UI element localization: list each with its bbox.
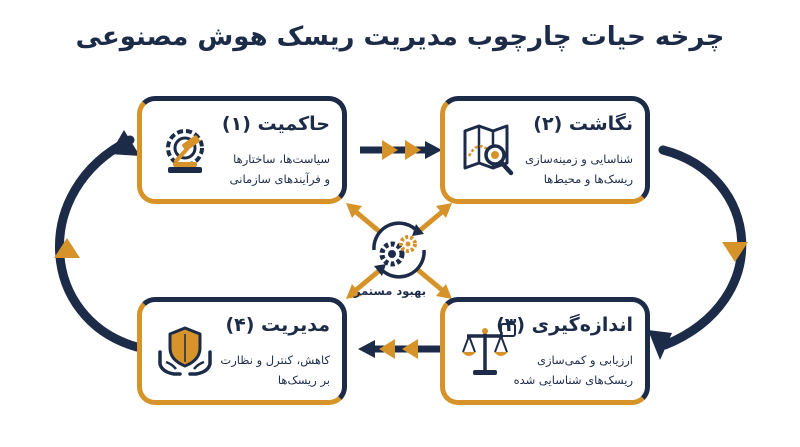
card-measure: اندازه‌گیری (۳) ارزیابی و کمی‌سازی ریسک‌… — [440, 297, 650, 405]
card-desc-line: و فرآیندهای سازمانی — [229, 172, 330, 186]
card-map: نگاشت (۲) شناسایی و زمینه‌سازی ریسک‌ها و… — [440, 96, 650, 204]
page-title: چرخه حیات چارچوب مدیریت ریسک هوش مصنوعی — [75, 22, 725, 52]
card-desc-line: شناسایی و زمینه‌سازی — [525, 152, 633, 166]
card-description: شناسایی و زمینه‌سازی ریسک‌ها و محیط‌ها — [525, 149, 633, 189]
gears-cycle-icon — [372, 221, 426, 279]
card-desc-line: کاهش، کنترل و نظارت — [220, 353, 330, 367]
card-description: سیاست‌ها، ساختارها و فرآیندهای سازمانی — [230, 149, 330, 189]
card-title: مدیریت (۴) — [225, 314, 330, 336]
card-title: نگاشت (۲) — [533, 113, 633, 135]
map-magnifier-icon — [463, 124, 514, 176]
card-desc-line: سیاست‌ها، ساختارها — [233, 152, 330, 166]
scale-icon — [462, 323, 516, 375]
card-desc-line: ارزیابی و کمی‌سازی — [536, 353, 633, 367]
card-desc-line: بر ریسک‌ها — [277, 373, 330, 387]
card-title: اندازه‌گیری (۳) — [496, 314, 633, 336]
shield-hands-icon — [158, 326, 212, 376]
card-governance: حاکمیت (۱) سیاست‌ها، ساختارها و فرآیندها… — [137, 96, 347, 204]
continuous-improvement-label: بهبود مستمر — [353, 284, 427, 298]
card-desc-line: ریسک‌های شناسایی شده — [513, 373, 633, 387]
card-manage: مدیریت (۴) کاهش، کنترل و نظارت بر ریسک‌ه… — [137, 297, 347, 405]
gear-gavel-icon — [166, 129, 204, 173]
card-desc-line: ریسک‌ها و محیط‌ها — [543, 172, 633, 186]
card-description: کاهش، کنترل و نظارت بر ریسک‌ها — [220, 350, 330, 390]
card-description: ارزیابی و کمی‌سازی ریسک‌های شناسایی شده — [514, 350, 633, 390]
card-title: حاکمیت (۱) — [221, 113, 330, 135]
